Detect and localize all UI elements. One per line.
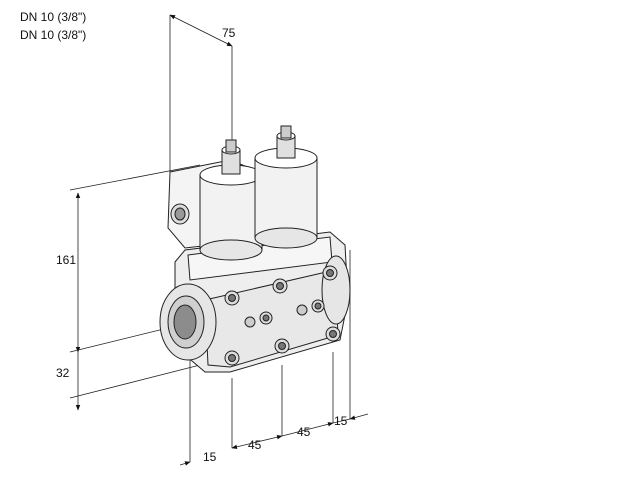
solenoid-left [199, 139, 263, 261]
dim-pitch-2: 45 [297, 425, 311, 439]
dim-top-width: 75 [222, 26, 236, 40]
dim-lower-height: 32 [56, 366, 70, 380]
bolts [224, 265, 341, 366]
solenoid-right [254, 125, 318, 249]
dim-pitch-1: 45 [248, 438, 262, 452]
dimension-lines [69, 14, 369, 466]
dim-left-offset: 15 [203, 450, 217, 464]
dim-height: 161 [56, 253, 77, 267]
outlet-port [321, 255, 351, 325]
inlet-port [159, 283, 217, 361]
size-label-2: DN 10 (3/8") [20, 28, 87, 42]
dim-right-offset: 15 [334, 414, 348, 428]
size-label-1: DN 10 (3/8") [20, 10, 87, 24]
